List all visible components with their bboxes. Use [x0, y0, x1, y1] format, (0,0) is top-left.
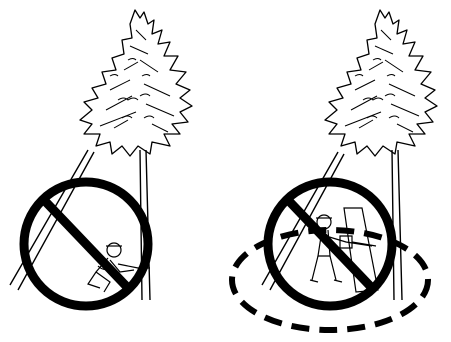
right-panel: [232, 10, 437, 330]
right-standing-worker-icon: [310, 215, 376, 282]
right-tree-crown-icon: [325, 10, 437, 156]
left-leaning-trunk-icon: [10, 150, 94, 290]
right-prohibition-sign-icon: [268, 182, 392, 306]
left-panel: [10, 10, 192, 306]
left-tree-crown-icon: [80, 10, 192, 156]
